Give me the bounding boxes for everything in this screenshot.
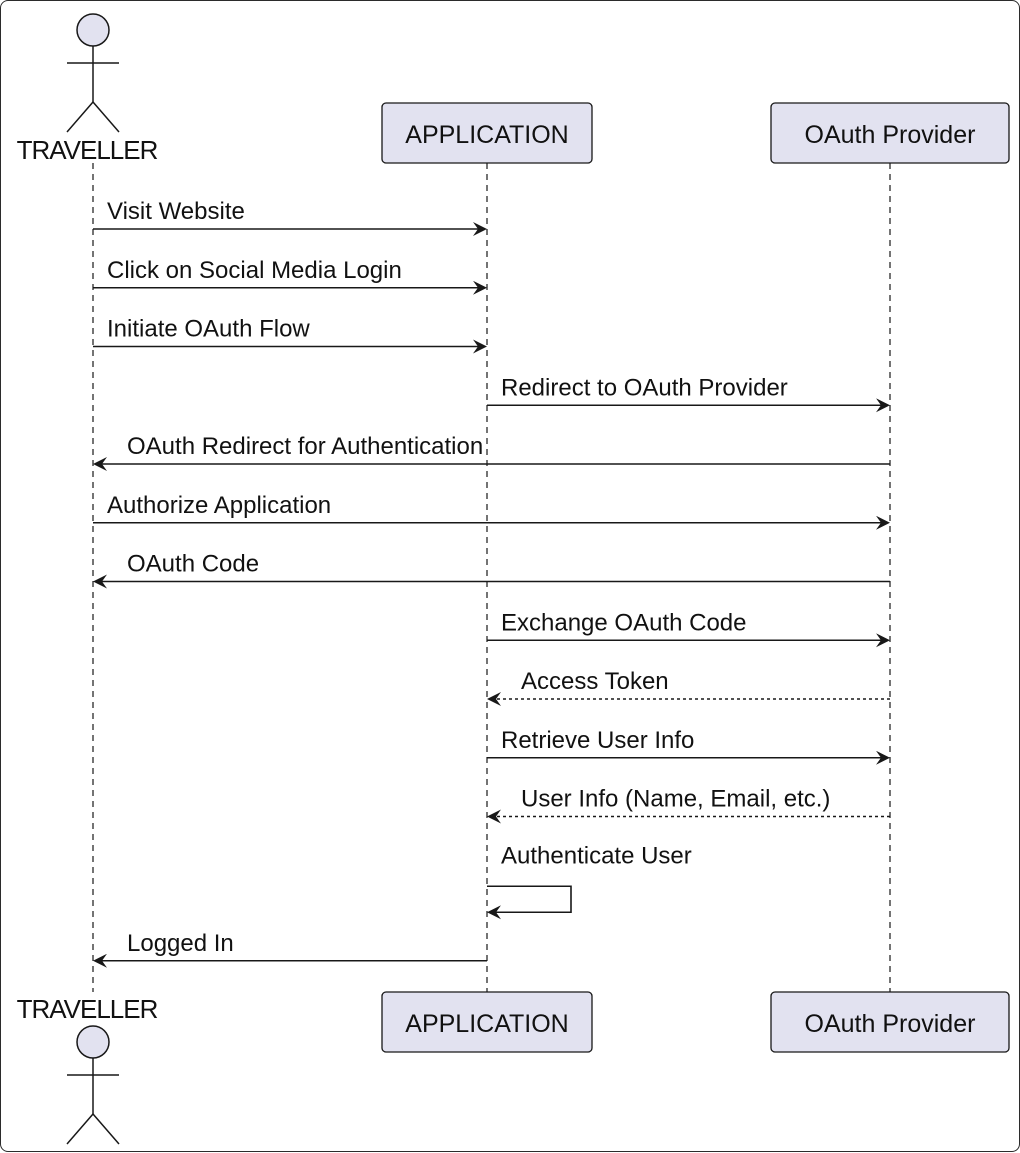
- participants-bottom: TRAVELLER APPLICATION OAuth Provider: [17, 991, 1010, 1145]
- message-label: Authorize Application: [107, 492, 331, 519]
- participant-box-application-bottom: [381, 991, 593, 1053]
- message-label: Redirect to OAuth Provider: [501, 374, 788, 401]
- message-11: User Info (Name, Email, etc.): [487, 786, 890, 824]
- participant-box-oauth-top: [770, 102, 1010, 164]
- participant-label-application-bottom: APPLICATION: [405, 1010, 568, 1038]
- participant-label-application-top: APPLICATION: [405, 121, 568, 149]
- message-8: Exchange OAuth Code: [487, 609, 890, 648]
- message-13: Logged In: [93, 930, 487, 968]
- message-3: Initiate OAuth Flow: [93, 316, 487, 354]
- actor-left-leg: [66, 101, 94, 133]
- message-5: OAuth Redirect for Authentication: [93, 433, 890, 471]
- message-label: Click on Social Media Login: [107, 257, 402, 284]
- actor-label-top: TRAVELLER: [17, 135, 158, 165]
- message-9: Access Token: [487, 668, 890, 706]
- actor-head: [76, 13, 110, 47]
- message-label: Access Token: [521, 668, 669, 695]
- message-label: Retrieve User Info: [501, 727, 694, 754]
- message-label: Authenticate User: [501, 842, 692, 869]
- participant-box-application-top: [381, 102, 593, 164]
- actor-right-leg: [92, 101, 120, 133]
- participant-label-oauth-top: OAuth Provider: [805, 121, 976, 149]
- actor-figure-top: [66, 13, 120, 133]
- actor-figure-bottom: [66, 1025, 120, 1145]
- participant-box-oauth-bottom: [770, 991, 1010, 1053]
- message-label: Exchange OAuth Code: [501, 609, 747, 636]
- actor-head: [76, 1025, 110, 1059]
- actor-right-leg: [92, 1113, 120, 1145]
- participants-top: TRAVELLER APPLICATION OAuth Provider: [17, 13, 1010, 165]
- actor-left-leg: [66, 1113, 94, 1145]
- message-2: Click on Social Media Login: [93, 257, 487, 295]
- message-label: OAuth Redirect for Authentication: [127, 433, 483, 460]
- message-label: Logged In: [127, 930, 234, 957]
- message-10: Retrieve User Info: [487, 727, 890, 765]
- message-1: Visit Website: [93, 198, 487, 236]
- message-6: Authorize Application: [93, 492, 890, 530]
- message-label: Initiate OAuth Flow: [107, 316, 310, 343]
- message-label: Visit Website: [107, 198, 245, 225]
- message-12: Authenticate User: [487, 842, 692, 920]
- message-label: OAuth Code: [127, 551, 259, 578]
- message-label: User Info (Name, Email, etc.): [521, 786, 830, 813]
- self-message-arrow: [487, 885, 572, 920]
- message-7: OAuth Code: [93, 551, 890, 589]
- actor-label-bottom: TRAVELLER: [17, 994, 158, 1024]
- message-4: Redirect to OAuth Provider: [487, 374, 890, 413]
- participant-label-oauth-bottom: OAuth Provider: [805, 1010, 976, 1038]
